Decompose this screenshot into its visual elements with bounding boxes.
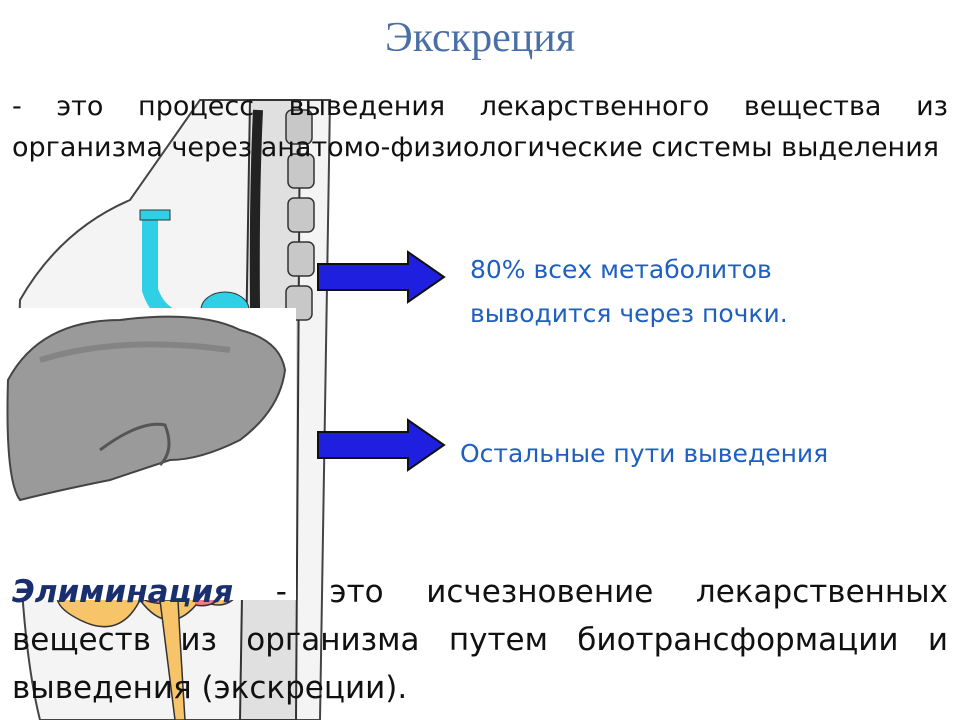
liver-illustration [6,315,287,502]
slide-title: Экскреция [384,15,576,61]
note-kidney-excretion: 80% всех метаболитов выводится через поч… [470,255,788,328]
definition-term: Элиминация [12,574,234,610]
arrow-right-icon [317,418,446,472]
note-other-routes: Остальные пути выведения [460,439,829,468]
body-anatomy-illustration [0,99,332,720]
elimination-definition: Элиминация - это исчезновение лекарствен… [12,568,948,712]
definition-text: - это исчезновение лекарственных веществ… [12,574,948,706]
arrow-right-icon [317,250,446,304]
intro-text: - это процесс выведения лекарственного в… [12,91,948,163]
